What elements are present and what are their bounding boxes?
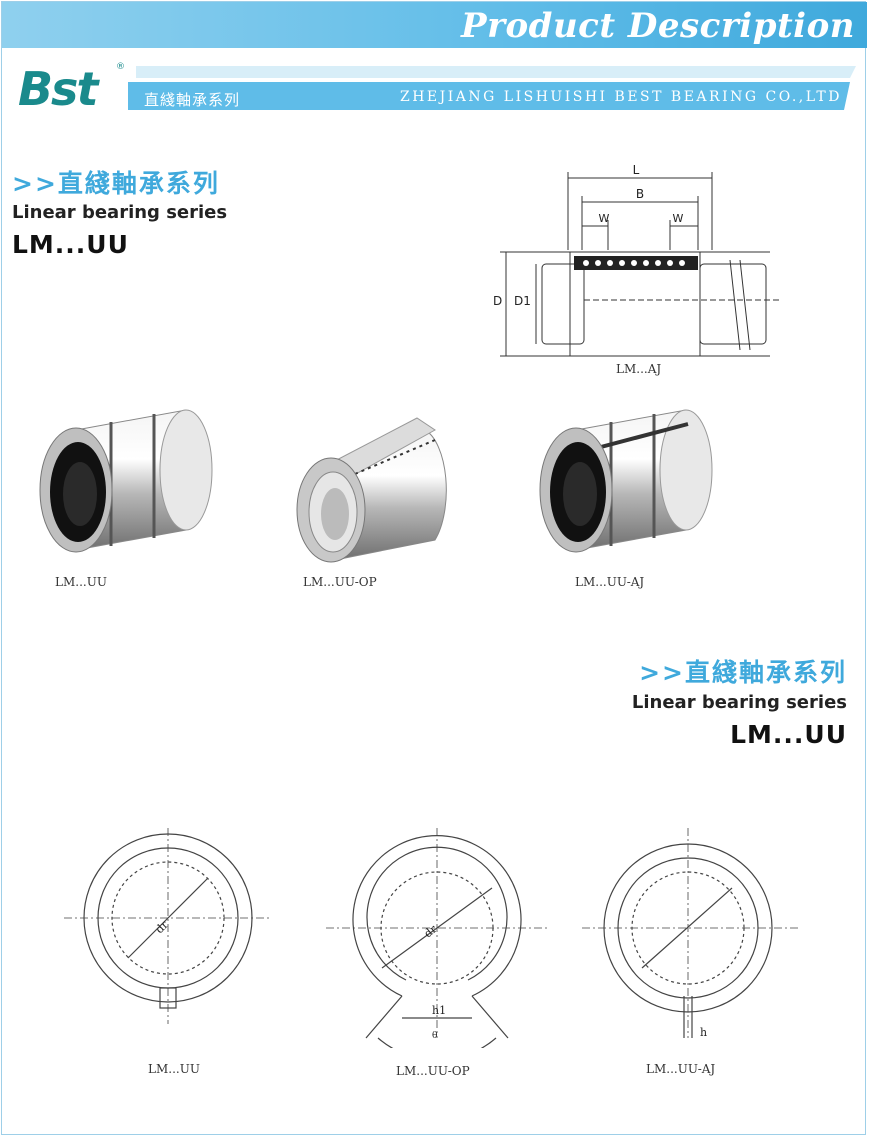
cross-section-uu-aj: h — [582, 828, 798, 1039]
cross-section-uu-op: dr h1 θ — [326, 828, 548, 1048]
drawing-caption: LM...AJ — [616, 362, 662, 376]
dimension-drawing: L B W W D D1 — [493, 163, 780, 357]
section2-heading-en: Linear bearing series — [631, 692, 847, 713]
section2-model: LM...UU — [730, 720, 847, 749]
dim-B-label: B — [636, 187, 644, 201]
cs-op-h1-label: h1 — [432, 1004, 446, 1017]
cs-aj-h-label: h — [700, 1026, 707, 1039]
header-bar: Product Description — [2, 2, 867, 48]
bearing-photo-uu — [39, 409, 213, 553]
dim-D-label: D — [493, 294, 502, 308]
section1-heading-en: Linear bearing series — [12, 202, 228, 223]
banner-shape — [128, 66, 856, 110]
page-title: Product Description — [461, 6, 855, 46]
dim-W-right-label: W — [673, 212, 684, 225]
bearing-photo-uu-aj — [539, 409, 713, 553]
dim-W-left-label: W — [599, 212, 610, 225]
cs-caption-uu-op: LM...UU-OP — [396, 1064, 470, 1078]
cs-uu-dr-label: dr — [153, 918, 171, 936]
company-logo: Bst ® — [18, 62, 128, 117]
photo-caption-uu-op: LM...UU-OP — [303, 575, 377, 589]
banner-company-name: ZHEJIANG LISHUISHI BEST BEARING CO.,LTD — [400, 89, 842, 105]
dim-D1-label: D1 — [514, 294, 531, 308]
section1-model: LM...UU — [12, 230, 129, 259]
bearing-photo-uu-op — [296, 417, 447, 563]
logo-text: Bst — [18, 62, 98, 116]
cs-op-theta-label: θ — [432, 1031, 437, 1041]
section2-heading-cn: >>直綫軸承系列 — [639, 658, 847, 687]
cs-caption-uu: LM...UU — [148, 1062, 200, 1076]
registered-mark: ® — [116, 62, 125, 72]
cross-section-uu: dr — [64, 828, 272, 1024]
photo-caption-uu: LM...UU — [55, 575, 107, 589]
dim-L-label: L — [633, 163, 640, 177]
cs-caption-uu-aj: LM...UU-AJ — [646, 1062, 716, 1076]
banner-series-label: 直綫軸承系列 — [144, 91, 241, 109]
section1-heading-cn: >>直綫軸承系列 — [12, 169, 220, 198]
photo-caption-uu-aj: LM...UU-AJ — [575, 575, 645, 589]
series-banner: 直綫軸承系列 ZHEJIANG LISHUISHI BEST BEARING C… — [128, 64, 856, 112]
